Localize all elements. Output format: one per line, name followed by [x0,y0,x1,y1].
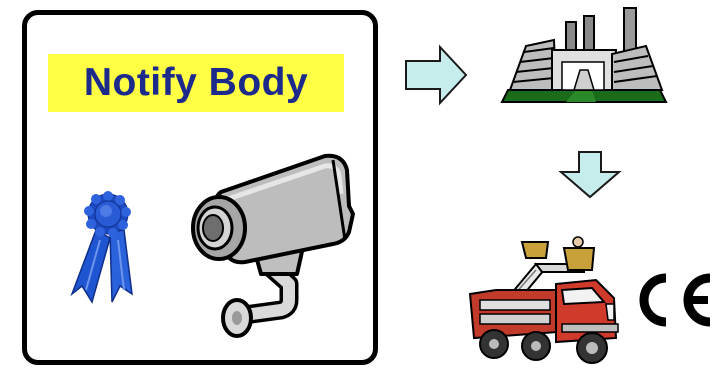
down-arrow-icon [557,150,623,200]
right-arrow-icon [404,44,470,106]
bucket-truck-icon [466,234,626,371]
surveillance-camera-icon [185,150,360,345]
factory-icon [496,6,672,110]
notify-body-label: Notify Body [84,61,308,105]
award-ribbon-icon [66,190,146,312]
notify-body-label-box: Notify Body [48,54,344,112]
ce-mark-icon [630,266,717,334]
